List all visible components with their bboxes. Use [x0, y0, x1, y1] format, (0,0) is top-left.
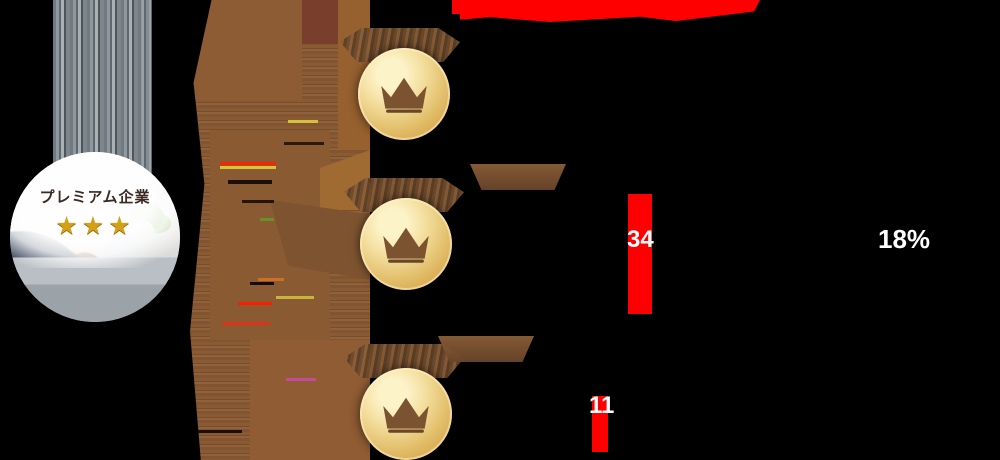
- badge-title: プレミアム企業: [39, 189, 151, 206]
- grey-streak-artifact-secondary: [142, 0, 152, 228]
- crown-icon: [380, 392, 432, 436]
- brown-block-1: [190, 0, 302, 100]
- top-red-banner: [460, 0, 760, 22]
- top-red-banner-fragment: [452, 0, 482, 14]
- crown-medal-1: [358, 48, 450, 140]
- scanline-black-2: [242, 200, 274, 203]
- badge-white-overlay: [10, 152, 180, 268]
- crown-medal-2: [360, 198, 452, 290]
- chart-bar-3: [592, 396, 608, 452]
- scanline-green-1: [260, 218, 274, 221]
- badge-star-rating: ★★★: [10, 214, 180, 239]
- crown-icon: [378, 72, 430, 116]
- scanline-yellow-1: [220, 166, 276, 169]
- scanline-black-1: [228, 180, 272, 184]
- medal-ribbon-tab-2: [470, 164, 566, 190]
- scanline-black-5: [196, 430, 242, 433]
- scanline-black-4: [284, 142, 324, 145]
- star-rating-glyphs: ★★★: [55, 212, 135, 240]
- scanline-red-1: [220, 162, 276, 165]
- scanline-red-3: [222, 322, 270, 325]
- chart-bar-1-value: 34: [627, 226, 654, 253]
- scanline-yellow-3: [288, 120, 318, 123]
- brown-block-2: [302, 0, 338, 44]
- medal-ribbon-tab-3: [438, 336, 534, 362]
- scanline-magenta-1: [286, 378, 316, 381]
- chart-bar-2-value: 18%: [878, 224, 931, 254]
- scanline-red-2: [238, 302, 272, 305]
- chart-bar-3-value: 11: [589, 392, 615, 419]
- scanline-black-3: [250, 282, 274, 285]
- brown-glitch-column: [190, 0, 370, 460]
- chart-bar-1: [628, 194, 652, 314]
- scanline-yellow-2: [276, 296, 314, 299]
- premium-company-badge[interactable]: プレミアム企業 ★★★: [10, 152, 180, 322]
- crown-icon: [380, 222, 432, 266]
- scanline-orange-1: [258, 278, 284, 281]
- crown-medal-3: [360, 368, 452, 460]
